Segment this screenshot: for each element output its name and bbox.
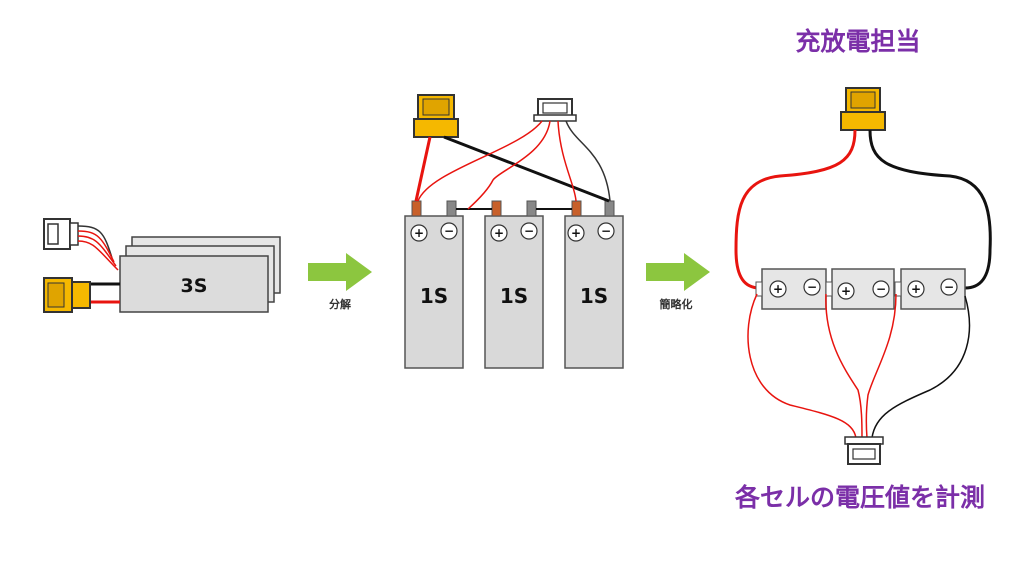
minus-terminal-icon — [597, 222, 615, 240]
right-balance-wires — [747, 293, 971, 439]
minus-sign: − — [524, 224, 534, 238]
cell-1: 1S — [404, 200, 464, 369]
plus-sign: + — [414, 226, 424, 240]
arrow-decompose: 分解 — [308, 253, 372, 311]
balance-connector-icon — [844, 436, 884, 465]
cell-3: 1S — [564, 200, 624, 369]
xt60-connector-icon — [413, 94, 459, 138]
charge-discharge-label: 充放電担当 — [795, 27, 920, 56]
minus-sign: − — [601, 224, 611, 238]
cell-voltage-label: 各セルの電圧値を計測 — [734, 483, 985, 512]
plus-terminal-icon — [567, 224, 585, 242]
arrow-simplify: 簡略化 — [646, 253, 710, 311]
plus-sign: + — [494, 226, 504, 240]
minus-terminal-icon — [803, 278, 821, 296]
minus-sign: − — [444, 224, 454, 238]
plus-terminal-icon — [410, 224, 428, 242]
main-red-wire — [734, 129, 857, 290]
minus-terminal-icon — [520, 222, 538, 240]
cell-label-2: 1S — [500, 284, 528, 308]
xt60-connector-icon — [43, 277, 91, 313]
plus-sign: + — [571, 226, 581, 240]
plus-terminal-icon — [490, 224, 508, 242]
arrow-label-decompose: 分解 — [329, 297, 351, 311]
balance-connector-icon — [533, 98, 577, 122]
small-cell-3: + − — [894, 268, 966, 310]
minus-sign: − — [807, 280, 817, 294]
cell-2: 1S — [484, 200, 544, 369]
cell-label-1: 1S — [420, 284, 448, 308]
cell-label-3: 1S — [580, 284, 608, 308]
xt60-connector-icon — [840, 87, 886, 131]
battery-pack-3s: 3S — [43, 218, 281, 313]
middle-terminal-signs: + − + − + − — [414, 224, 611, 240]
middle-balance-wires — [417, 120, 611, 210]
plus-sign: + — [911, 282, 921, 296]
small-cell-1: + − — [755, 268, 827, 310]
main-black-wire — [443, 135, 610, 203]
pack-front-cell — [119, 255, 269, 313]
plus-sign: + — [773, 282, 783, 296]
right-arrow-icon — [646, 253, 710, 291]
minus-sign: − — [876, 282, 886, 296]
plus-terminal-icon — [907, 280, 925, 298]
pack-label: 3S — [181, 275, 208, 297]
plus-terminal-icon — [837, 282, 855, 300]
right-arrow-icon — [308, 253, 372, 291]
minus-sign: − — [944, 280, 954, 294]
main-black-wire — [868, 129, 992, 290]
middle-cells-group: 1S 1S 1S + − + − + − — [404, 94, 624, 369]
minus-terminal-icon — [872, 280, 890, 298]
main-red-wire — [414, 136, 432, 202]
arrow-label-simplify: 簡略化 — [660, 297, 693, 311]
simplified-circuit: 充放電担当 + − + − — [734, 27, 992, 512]
minus-terminal-icon — [440, 222, 458, 240]
plus-terminal-icon — [769, 280, 787, 298]
plus-sign: + — [841, 284, 851, 298]
balance-wires — [77, 225, 119, 271]
balance-connector-icon — [43, 218, 79, 250]
small-cell-2: + − — [825, 268, 895, 310]
minus-terminal-icon — [940, 278, 958, 296]
